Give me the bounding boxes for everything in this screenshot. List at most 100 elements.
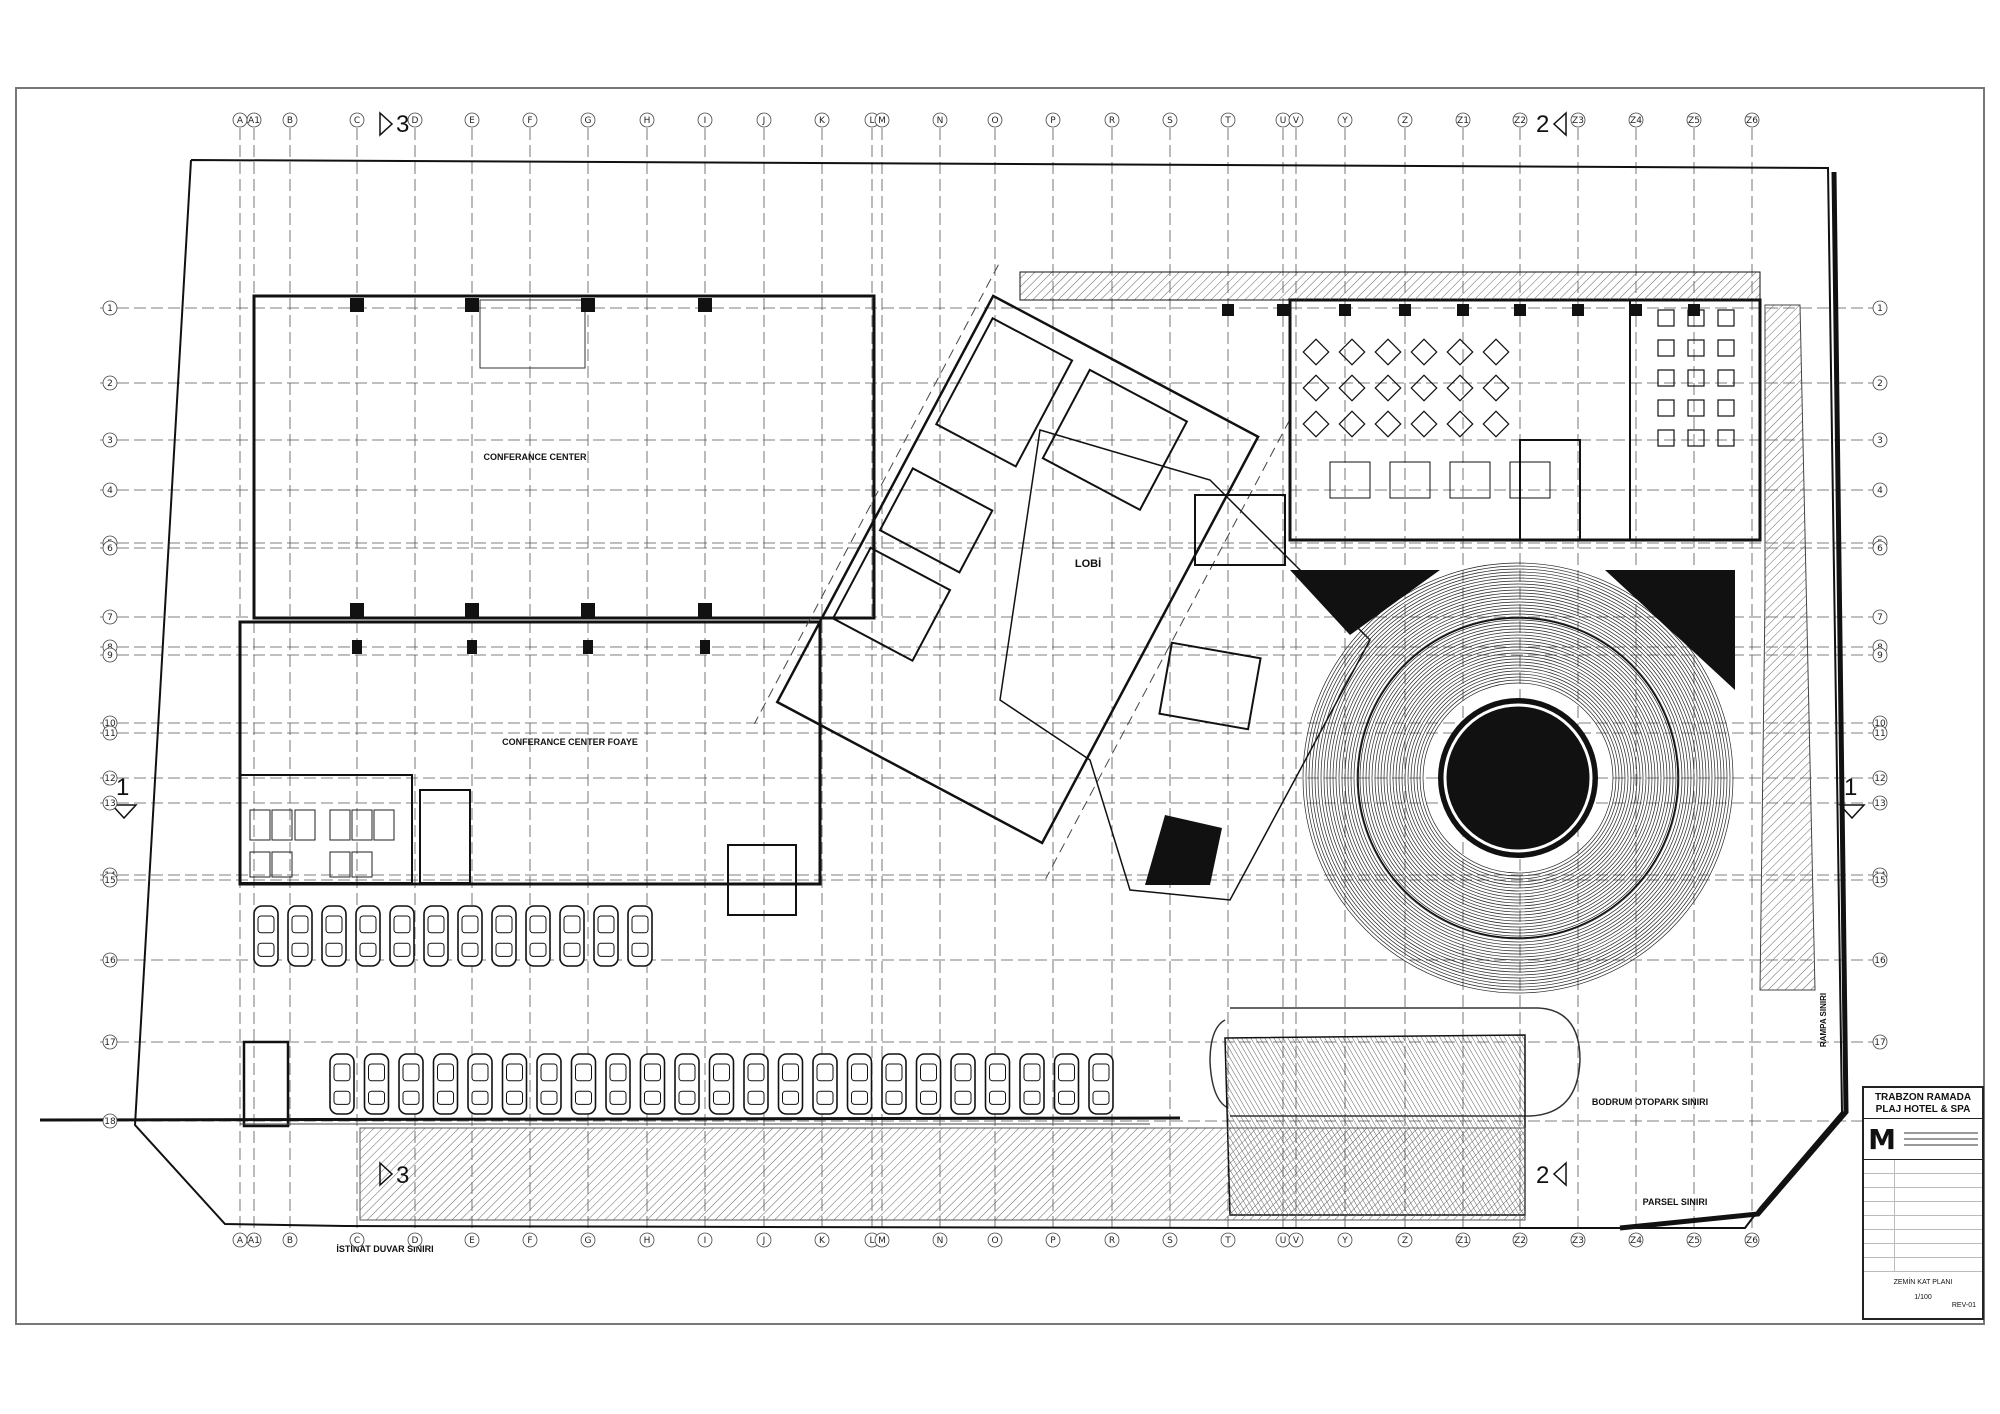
grid-bubble-H — [639, 112, 655, 128]
grid-bubble-label: H — [644, 1236, 651, 1246]
parking-stalls — [253, 905, 1114, 1115]
lobby-entrance-canopy — [727, 844, 797, 916]
grid-bubble-label: 7 — [1877, 613, 1883, 623]
grid-bubble-label: 16 — [1874, 956, 1886, 966]
car-rear-window — [747, 1090, 765, 1105]
grid-bubble-I — [697, 1232, 713, 1248]
restaurant-tables — [1302, 309, 1735, 499]
logo-row: M — [1864, 1119, 1982, 1160]
lounge-seating — [1449, 461, 1491, 499]
project-title: TRABZON RAMADA PLAJ HOTEL & SPA — [1864, 1088, 1982, 1119]
dropoff-ring — [1356, 616, 1680, 940]
parked-car — [627, 905, 653, 967]
grid-bubble-label: V — [1293, 116, 1300, 126]
svg-text:3: 3 — [396, 1162, 409, 1189]
dropoff-ring — [1311, 571, 1725, 985]
dropoff-ring — [1335, 595, 1701, 961]
car-rear-window — [816, 1090, 834, 1105]
grid-bubble-Y — [1337, 112, 1353, 128]
car-windshield — [851, 1063, 868, 1082]
car-rear-window — [359, 942, 377, 957]
car-windshield — [393, 915, 411, 934]
dropoff-ring — [1344, 604, 1692, 952]
lobby-void — [1158, 641, 1262, 731]
grid-bubble-label: Y — [1341, 1236, 1348, 1246]
grid-bubble-label: 12 — [104, 774, 115, 784]
parked-car — [536, 1053, 562, 1115]
retaining-wall-label: İSTİNAT DUVAR SINIRI — [336, 1244, 433, 1254]
dropoff-ring — [1338, 598, 1698, 958]
grid-bubble-label: 4 — [107, 486, 113, 496]
car-rear-window — [989, 1090, 1006, 1105]
grid-bubble-11 — [1872, 725, 1888, 741]
parked-car — [674, 1053, 700, 1115]
grid-bubble-I — [697, 112, 713, 128]
restaurant-table — [1482, 374, 1510, 402]
grid-bubble-label: Z — [1402, 116, 1408, 126]
grid-bubble-label: P — [1050, 116, 1056, 126]
car-rear-window — [782, 1090, 799, 1105]
grid-bubble-K — [814, 112, 830, 128]
structural-columns — [350, 298, 1700, 654]
grid-bubble-label: D — [412, 1236, 419, 1246]
column — [1399, 304, 1411, 316]
grid-bubble-label: 9 — [1877, 651, 1883, 661]
dropoff-ring — [1326, 586, 1710, 970]
grid-rows — [100, 307, 1880, 1122]
parked-car — [777, 1053, 804, 1115]
grid-bubble-label: 11 — [1874, 729, 1885, 739]
grid-bubble-label: R — [1109, 116, 1115, 126]
car-rear-window — [427, 942, 445, 957]
column — [465, 298, 479, 312]
car-windshield — [291, 915, 309, 934]
dropoff-ring — [1317, 577, 1719, 979]
car-windshield — [368, 1063, 385, 1082]
dropoff-ring — [1374, 634, 1662, 922]
title-block: TRABZON RAMADA PLAJ HOTEL & SPA M ZEMİN … — [1862, 1086, 1984, 1320]
grid-bubble-label: Z6 — [1746, 1236, 1758, 1246]
grid-bubble-F — [522, 1232, 538, 1248]
car-rear-window — [885, 1090, 903, 1105]
grid-bubble-6 — [1872, 540, 1888, 556]
grid-bubble-P — [1045, 112, 1061, 128]
dropoff-ring — [1371, 631, 1665, 925]
parked-car — [812, 1053, 838, 1115]
car-rear-window — [506, 1090, 523, 1105]
car-windshield — [402, 1063, 420, 1082]
revision-rows — [1864, 1160, 1982, 1272]
car-windshield — [713, 1063, 730, 1082]
section-marker-2-top: 2 — [1536, 111, 1567, 138]
restaurant-table — [1687, 429, 1705, 447]
grid-bubble-12 — [1872, 770, 1888, 786]
grid-bubble-Y — [1337, 1232, 1353, 1248]
car-windshield — [989, 1063, 1006, 1082]
parked-car — [984, 1053, 1011, 1115]
grid-bubble-E — [464, 1232, 480, 1248]
car-windshield — [644, 1063, 661, 1082]
dropoff-ring — [1302, 562, 1734, 994]
car-windshield — [1092, 1063, 1110, 1082]
dropoff-ring — [1419, 679, 1617, 877]
ramp-limit-label: RAMPA SINIRI — [1819, 993, 1828, 1047]
wc-block — [239, 774, 413, 884]
grid-bubble-Z5 — [1686, 112, 1702, 128]
car-windshield — [575, 1063, 592, 1082]
parked-car — [457, 905, 483, 967]
dropoff-ring — [1389, 649, 1647, 907]
grid-bubble-Z3 — [1570, 1232, 1586, 1248]
grid-bubble-16 — [1872, 952, 1888, 968]
car-windshield — [427, 915, 445, 934]
car-windshield — [747, 1063, 765, 1082]
grid-bubble-G — [580, 1232, 596, 1248]
grid-bubble-label: Y — [1341, 116, 1348, 126]
grid-bubble-F — [522, 112, 538, 128]
grid-bubble-D — [407, 112, 423, 128]
grid-bubble-17 — [1872, 1034, 1888, 1050]
section-marker-3-bottom: 3 — [379, 1161, 409, 1189]
grid-bubble-label: J — [762, 116, 766, 126]
grid-bubble-V — [1288, 1232, 1304, 1248]
dropoff-ring — [1407, 667, 1629, 889]
restaurant-table — [1410, 410, 1438, 438]
dropoff-ring — [1362, 622, 1674, 934]
